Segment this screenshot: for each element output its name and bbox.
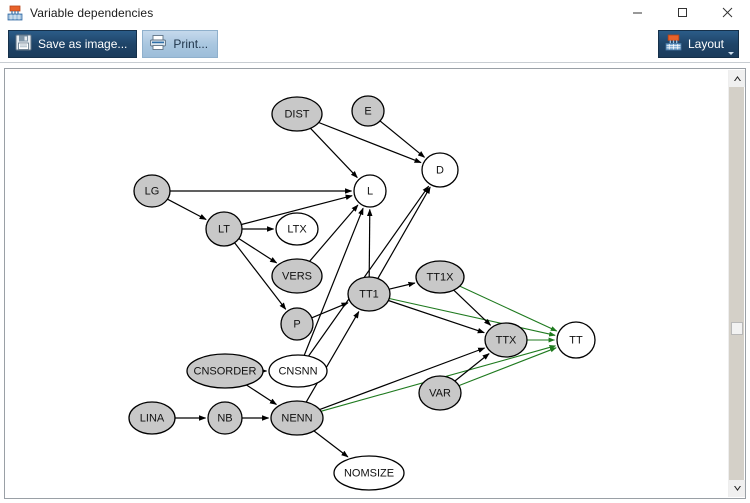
graph-edge: [311, 302, 349, 319]
minimize-button[interactable]: [615, 0, 660, 25]
layout-button[interactable]: Layout: [657, 30, 739, 58]
node-shape: [280, 307, 314, 341]
toolbar-separator: [0, 62, 750, 63]
node-shape: [128, 401, 176, 435]
floppy-disk-icon: [15, 34, 32, 54]
graph-node[interactable]: CNSNN: [268, 354, 328, 388]
graph-node[interactable]: LINA: [128, 401, 176, 435]
printer-icon: [149, 34, 167, 54]
graph-edge: [319, 347, 486, 411]
graph-node[interactable]: TT: [556, 321, 596, 359]
toolbar: Save as image... Print...: [0, 25, 750, 63]
node-shape: [271, 96, 323, 132]
graph-edge: [318, 121, 422, 164]
graph-edge: [303, 207, 364, 356]
scroll-up-button[interactable]: [729, 70, 745, 87]
graph-node[interactable]: NB: [207, 401, 243, 435]
window-controls: [615, 0, 750, 25]
graph-node[interactable]: D: [421, 152, 459, 188]
layout-grid-icon: [665, 34, 682, 54]
scroll-down-button[interactable]: [729, 480, 745, 497]
close-button[interactable]: [705, 0, 750, 25]
graph-node[interactable]: DIST: [271, 96, 323, 132]
window-title-bar: Variable dependencies: [0, 0, 750, 25]
graph-edge: [305, 310, 360, 403]
node-shape: [205, 211, 243, 247]
graph-edge: [388, 299, 485, 334]
node-shape: [270, 400, 324, 436]
node-shape: [351, 95, 385, 127]
window-title: Variable dependencies: [30, 5, 154, 20]
node-shape: [207, 401, 243, 435]
dependency-graph-icon: [7, 5, 23, 21]
graph-node[interactable]: TT1: [347, 276, 391, 312]
graph-edge: [389, 297, 556, 337]
graph-node[interactable]: LT: [205, 211, 243, 247]
graph-edge: [459, 285, 558, 332]
graph-node[interactable]: NOMSIZE: [333, 455, 405, 491]
graph-edge: [167, 198, 207, 221]
graph-node[interactable]: LTX: [275, 212, 319, 246]
graph-edge: [310, 127, 358, 179]
node-shape: [133, 174, 171, 208]
graph-edge: [458, 347, 557, 387]
node-shape: [347, 276, 391, 312]
graph-edge: [238, 238, 278, 264]
maximize-button[interactable]: [660, 0, 705, 25]
graph-node[interactable]: VERS: [271, 258, 323, 294]
print-button[interactable]: Print...: [142, 30, 219, 58]
graph-edge: [379, 120, 426, 158]
node-shape: [418, 375, 462, 411]
graph-node[interactable]: NENN: [270, 400, 324, 436]
save-as-image-label: Save as image...: [38, 37, 128, 51]
node-shape: [484, 322, 528, 358]
node-shape: [275, 212, 319, 246]
layout-label: Layout: [687, 37, 724, 51]
save-as-image-button[interactable]: Save as image...: [8, 30, 138, 58]
graph-node[interactable]: TT1X: [415, 260, 465, 294]
graph-node[interactable]: P: [280, 307, 314, 341]
graph-edge: [234, 242, 287, 310]
graph-edge: [367, 208, 373, 278]
chevron-down-icon[interactable]: [728, 52, 734, 55]
graph-edge: [241, 194, 353, 226]
graph-edge: [309, 204, 359, 262]
node-shape: [353, 174, 387, 208]
node-shape: [415, 260, 465, 294]
graph-node[interactable]: TTX: [484, 322, 528, 358]
node-shape: [186, 353, 264, 389]
graph-edge: [313, 430, 349, 458]
node-shape: [556, 321, 596, 359]
graph-edge: [308, 185, 430, 357]
graph-edge: [388, 281, 416, 290]
vertical-scrollbar[interactable]: [728, 70, 745, 497]
node-shape: [421, 152, 459, 188]
print-label: Print...: [173, 37, 209, 51]
scrollbar-thumb[interactable]: [731, 322, 743, 335]
graph-node[interactable]: L: [353, 174, 387, 208]
graph-edge: [453, 289, 492, 326]
graph-edge: [246, 384, 278, 406]
edge-layer: [167, 120, 558, 458]
graph-node[interactable]: CNSORDER: [186, 353, 264, 389]
node-shape: [333, 455, 405, 491]
graph-edge: [377, 186, 431, 279]
graph-node[interactable]: VAR: [418, 375, 462, 411]
graph-edge: [454, 353, 490, 382]
node-shape: [271, 258, 323, 294]
graph-node[interactable]: LG: [133, 174, 171, 208]
graph-node[interactable]: E: [351, 95, 385, 127]
node-shape: [268, 354, 328, 388]
